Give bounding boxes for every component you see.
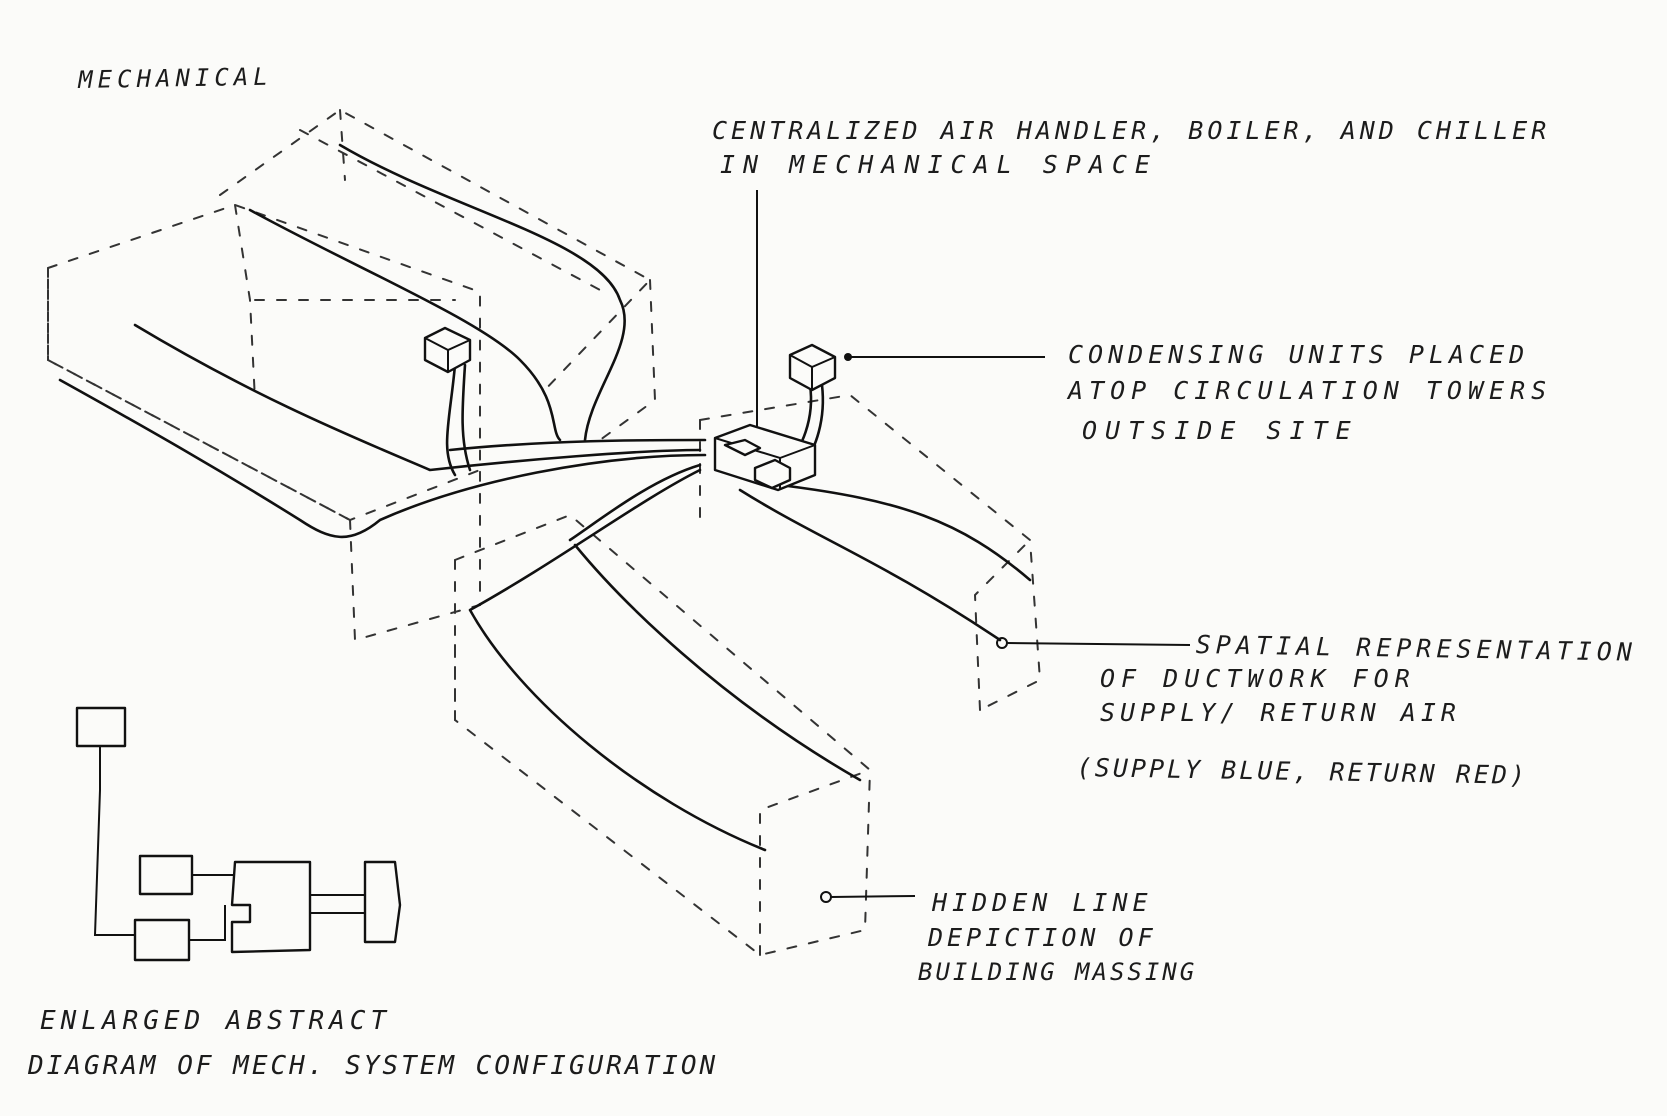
abstract-system-diagram [77,708,400,960]
condensing-units-label-line3: OUTSIDE SITE [1082,418,1359,443]
hidden-line-label-line3: BUILDING MASSING [918,960,1197,984]
ductwork-runs [60,145,1030,850]
building-massing-hidden-lines [48,110,1040,955]
condensing-units-label-line2: ATOP CIRCULATION TOWERS [1068,378,1552,403]
ductwork-label-line4: (SUPPLY BLUE, RETURN RED) [1077,755,1529,788]
ductwork-label-line2: OF DUCTWORK FOR [1100,666,1416,691]
condensing-unit-right [790,345,835,390]
abstract-diagram-label-line2: DIAGRAM OF MECH. SYSTEM CONFIGURATION [28,1053,718,1079]
condensing-unit-left [425,328,470,372]
leader-lines [757,190,1190,902]
ductwork-label-line3: SUPPLY/ RETURN AIR [1100,700,1461,725]
central-equipment-label-line1: CENTRALIZED AIR HANDLER, BOILER, AND CHI… [712,118,1550,143]
central-equipment-label-line2: IN MECHANICAL SPACE [720,152,1158,177]
sheet-title: MECHANICAL [78,65,273,92]
hidden-line-label-line2: DEPICTION OF [928,925,1157,950]
abstract-diagram-label-line1: ENLARGED ABSTRACT [40,1008,391,1034]
condensing-units-label-line1: CONDENSING UNITS PLACED [1068,342,1529,367]
central-mechanical-equipment [715,425,815,490]
ductwork-label-line1: SPATIAL REPRESENTATION [1196,632,1638,665]
hidden-line-label-line1: HIDDEN LINE [932,890,1153,915]
